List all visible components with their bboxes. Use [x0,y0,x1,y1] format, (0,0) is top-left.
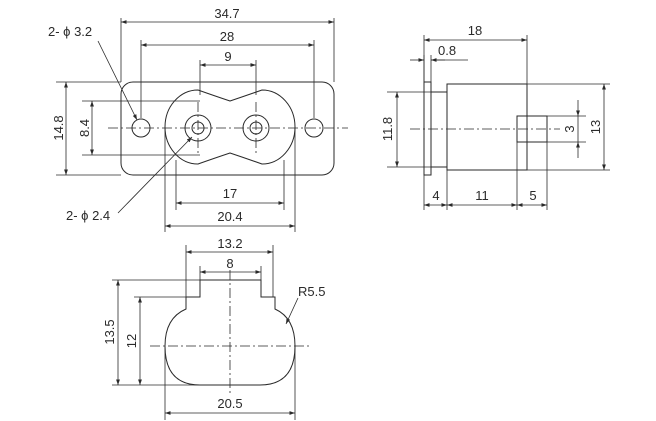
dim-label-11: 11 [475,188,489,203]
side-plate [430,91,448,168]
dim-label-pin-dia: 2- ϕ 2.4 [66,208,110,223]
dim-label-3: 3 [562,125,577,132]
dim-label-4: 4 [432,188,439,203]
cutout-view: 13.2 8 R5.5 13.5 12 20.5 [102,236,325,420]
front-view: 34.7 28 9 2- ϕ 3.2 14.8 8.4 17 20.4 [48,6,348,232]
front-socket-outline [164,89,296,165]
dim-label-13-2: 13.2 [217,236,242,251]
side-pin [516,115,548,143]
side-flange [423,81,432,176]
dim-label-8: 8 [226,256,233,271]
dim-label-20-5: 20.5 [217,396,242,411]
dim-label-13-5: 13.5 [102,319,117,344]
dim-label-5: 5 [529,188,536,203]
side-body [446,83,528,171]
dim-label-28: 28 [220,29,234,44]
dim-label-13: 13 [588,120,603,134]
dim-label-9: 9 [224,49,231,64]
dim-label-11-8: 11.8 [380,117,395,141]
panel-cutout-outline [164,279,296,386]
leader-pin-dia [117,136,193,214]
dim-label-r5-5: R5.5 [298,284,325,299]
mounting-hole-right [304,118,324,138]
leader-r5-5 [285,297,299,325]
front-flange-outline [120,81,335,176]
dim-label-14-8: 14.8 [51,115,66,140]
dim-label-12: 12 [124,334,139,348]
side-view: 18 0.8 11.8 3 13 4 11 5 [380,23,610,210]
dim-label-17: 17 [223,186,237,201]
dim-label-hole-dia: 2- ϕ 3.2 [48,24,92,39]
dim-label-8-4: 8.4 [77,119,92,137]
dim-label-0-8: 0.8 [438,43,456,58]
dim-label-20-4: 20.4 [217,209,242,224]
dim-label-18: 18 [468,23,482,38]
dim-label-34-7: 34.7 [214,6,239,21]
leader-hole-dia [97,40,138,121]
